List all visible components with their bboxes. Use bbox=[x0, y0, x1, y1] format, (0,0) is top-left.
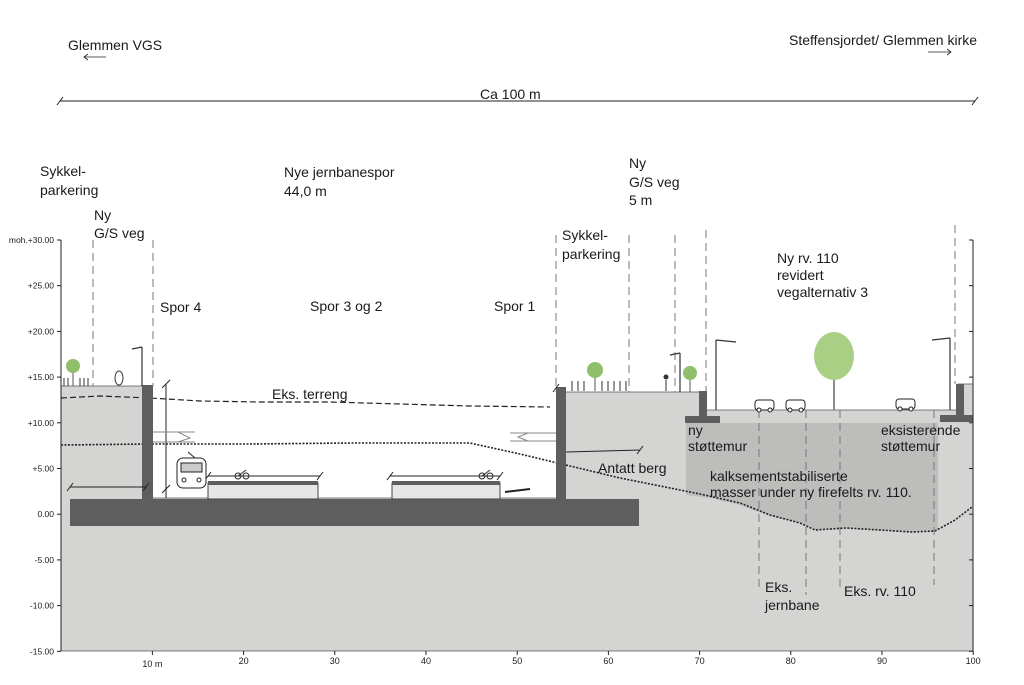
right-wall-dimension bbox=[552, 383, 644, 455]
label-sykkel-right-2: parkering bbox=[562, 246, 620, 262]
bike-rack-left-icon bbox=[63, 378, 89, 386]
train-icon bbox=[176, 451, 207, 489]
label-ny-gs-left-2: G/S veg bbox=[94, 225, 145, 241]
label-sykkel-right-1: Sykkel- bbox=[562, 227, 608, 243]
bike-rack-right-icon bbox=[571, 381, 627, 391]
label-eks-jernbane-2: jernbane bbox=[764, 597, 820, 613]
lamp-post-mid bbox=[669, 352, 681, 392]
label-eks-jernbane-1: Eks. bbox=[765, 579, 792, 595]
person-icon-left bbox=[114, 370, 124, 386]
left-arrow-icon bbox=[83, 53, 106, 61]
y-tick-label: +5.00 bbox=[32, 464, 54, 474]
track-platform-right bbox=[391, 482, 501, 500]
x-tick-label: 40 bbox=[421, 656, 431, 666]
label-ny-rv-2: revidert bbox=[777, 267, 824, 283]
y-tick-label: 0.00 bbox=[37, 509, 54, 519]
car-icon-1 bbox=[754, 399, 775, 413]
y-tick-label: moh.+30.00 bbox=[9, 235, 54, 245]
y-tick-label: +10.00 bbox=[28, 418, 55, 428]
label-ny-stottemur-2: støttemur bbox=[688, 438, 747, 454]
x-tick-label: 10 m bbox=[142, 659, 162, 669]
tree-icon-right-1 bbox=[587, 362, 603, 391]
lamp-post-road-right bbox=[931, 337, 951, 410]
x-tick-label: 100 bbox=[966, 656, 981, 666]
tree-icon-right-2 bbox=[683, 366, 697, 392]
person-icon-right bbox=[663, 374, 669, 391]
y-tick-label: +25.00 bbox=[28, 281, 55, 291]
x-tick-label: 70 bbox=[695, 656, 705, 666]
x-axis-ticks: 10 m 20 30 40 50 60 70 80 90 100 bbox=[142, 651, 981, 669]
label-ny-rv-3: vegalternativ 3 bbox=[777, 284, 868, 300]
tree-icon-left bbox=[66, 359, 80, 386]
y-axis-ticks: moh.+30.00 +25.00 +20.00 +15.00 +10.00 +5.00 0… bbox=[9, 235, 973, 656]
label-ny-gs-right-3: 5 m bbox=[629, 192, 652, 208]
label-spor1: Spor 1 bbox=[494, 298, 535, 314]
label-kalk-1: kalksementstabiliserte bbox=[710, 468, 848, 484]
track-platform-left-top bbox=[208, 481, 318, 485]
label-sykkel-left-1: Sykkel- bbox=[40, 163, 86, 179]
bicycle-icon-2 bbox=[478, 469, 494, 480]
label-ny-gs-right-2: G/S veg bbox=[629, 174, 680, 190]
label-eks-rv: Eks. rv. 110 bbox=[844, 583, 916, 599]
y-tick-label: +20.00 bbox=[28, 326, 55, 336]
label-nye-jernbanespor-1: Nye jernbanespor bbox=[284, 164, 395, 180]
catenary-left bbox=[153, 431, 195, 443]
lamp-post-road-left bbox=[715, 339, 737, 410]
y-tick-label: -15.00 bbox=[30, 646, 54, 656]
track-platform-right-top bbox=[392, 481, 500, 485]
left-wall-dimension bbox=[66, 379, 171, 498]
y-tick-label: -10.00 bbox=[30, 601, 54, 611]
label-eks-terreng: Eks. terreng bbox=[272, 386, 347, 402]
label-eks-stottemur-1: eksisterende bbox=[881, 422, 961, 438]
lamp-post-left bbox=[131, 346, 143, 386]
car-icon-2 bbox=[785, 399, 806, 413]
new-retaining-wall bbox=[685, 391, 720, 423]
track-drain-line bbox=[504, 488, 531, 493]
concrete-base-slab bbox=[70, 499, 639, 526]
catenary-right bbox=[510, 432, 556, 442]
span-label: Ca 100 m bbox=[480, 86, 541, 102]
label-ny-stottemur-1: ny bbox=[688, 422, 703, 438]
x-tick-label: 80 bbox=[786, 656, 796, 666]
left-place-label: Glemmen VGS bbox=[68, 37, 162, 53]
x-tick-label: 60 bbox=[603, 656, 613, 666]
x-tick-label: 20 bbox=[239, 656, 249, 666]
label-eks-stottemur-2: støttemur bbox=[881, 438, 940, 454]
label-ny-gs-right-1: Ny bbox=[629, 155, 646, 171]
track-width-dimensions bbox=[204, 471, 504, 481]
label-ny-gs-left-1: Ny bbox=[94, 207, 111, 223]
label-antatt-berg: Antatt berg bbox=[598, 460, 667, 476]
x-tick-label: 30 bbox=[330, 656, 340, 666]
left-retaining-wall bbox=[142, 385, 153, 499]
label-sykkel-left-2: parkering bbox=[40, 182, 98, 198]
existing-retaining-wall bbox=[940, 384, 973, 422]
bicycle-icon-1 bbox=[234, 469, 250, 480]
right-retaining-wall bbox=[556, 387, 566, 499]
label-spor4: Spor 4 bbox=[160, 299, 201, 315]
label-nye-jernbanespor-2: 44,0 m bbox=[284, 183, 327, 199]
tree-icon-road bbox=[814, 332, 854, 410]
x-tick-label: 90 bbox=[877, 656, 887, 666]
track-platform-left bbox=[207, 482, 319, 500]
section-guide-lines bbox=[92, 225, 956, 595]
right-place-label: Steffensjordet/ Glemmen kirke bbox=[789, 32, 977, 48]
span-dimension-line bbox=[56, 96, 979, 106]
label-ny-rv-1: Ny rv. 110 bbox=[777, 250, 839, 266]
y-tick-label: -5.00 bbox=[35, 555, 55, 565]
car-icon-3 bbox=[895, 398, 916, 412]
assumed-rock-line bbox=[60, 442, 973, 533]
stabilised-mass-area bbox=[686, 423, 938, 532]
x-tick-label: 50 bbox=[512, 656, 522, 666]
right-arrow-icon bbox=[928, 48, 952, 56]
y-tick-label: +15.00 bbox=[28, 372, 55, 382]
existing-terrain-line bbox=[60, 395, 551, 408]
label-spor32: Spor 3 og 2 bbox=[310, 298, 383, 314]
label-kalk-2: masser under ny firefelts rv. 110. bbox=[710, 484, 912, 500]
